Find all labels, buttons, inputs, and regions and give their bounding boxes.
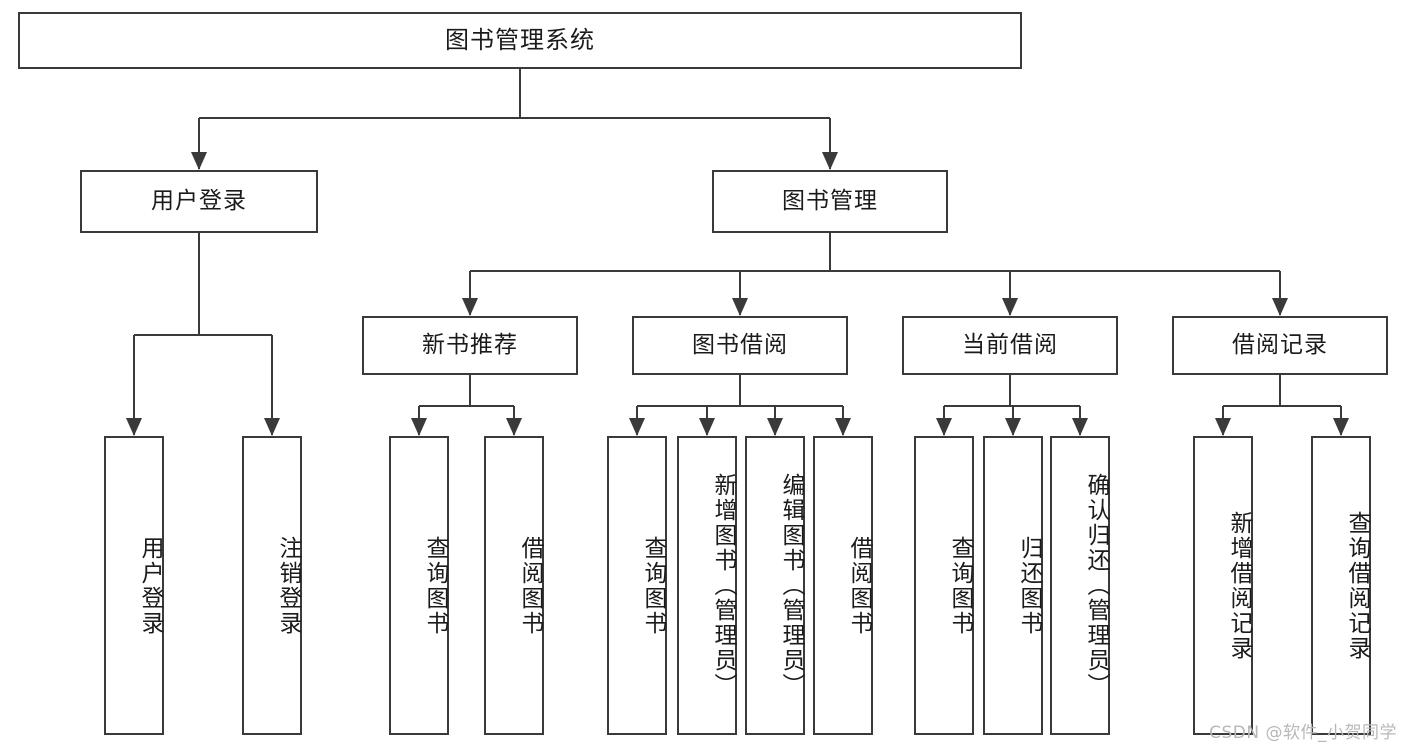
node-level2-1[interactable]: 图书管理 — [712, 170, 948, 233]
connector-mgmt-bus — [470, 270, 1280, 272]
connector-stem — [739, 375, 741, 406]
node-leaf-1[interactable]: 注销登录 — [242, 436, 302, 735]
node-label: 确认归还（管理员） — [1083, 473, 1109, 698]
connector-bus — [419, 405, 514, 407]
node-leaf-10[interactable]: 确认归还（管理员） — [1050, 436, 1110, 735]
node-level3-0[interactable]: 新书推荐 — [362, 316, 578, 375]
connector-mgmt-stem — [829, 233, 831, 271]
watermark-text: CSDN @软件_小贺同学 — [1209, 723, 1397, 743]
node-label: 查询借阅记录 — [1344, 510, 1370, 661]
arrowhead-icon — [822, 152, 838, 170]
arrowhead-icon — [1272, 298, 1288, 316]
connector-vertical — [829, 118, 831, 169]
arrowhead-icon — [462, 298, 478, 316]
node-leaf-7[interactable]: 借阅图书 — [813, 436, 873, 735]
node-root-0[interactable]: 图书管理系统 — [18, 12, 1022, 69]
connector-vertical — [133, 335, 135, 435]
connector-root-stem — [519, 69, 521, 118]
arrowhead-icon — [126, 418, 142, 436]
node-label: 新增借阅记录 — [1226, 510, 1252, 661]
connector-stem — [1279, 375, 1281, 406]
node-leaf-3[interactable]: 借阅图书 — [484, 436, 544, 735]
arrowhead-icon — [506, 418, 522, 436]
arrowhead-icon — [629, 418, 645, 436]
connector-bus — [134, 334, 272, 336]
arrowhead-icon — [1002, 298, 1018, 316]
arrowhead-icon — [1072, 418, 1088, 436]
node-level3-1[interactable]: 图书借阅 — [632, 316, 848, 375]
arrowhead-icon — [1005, 418, 1021, 436]
node-leaf-4[interactable]: 查询图书 — [607, 436, 667, 735]
arrowhead-icon — [1215, 418, 1231, 436]
node-label: 注销登录 — [275, 535, 301, 636]
connector-vertical — [739, 271, 741, 315]
node-label: 用户登录 — [151, 187, 247, 214]
arrowhead-icon — [264, 418, 280, 436]
node-label: 新增图书（管理员） — [710, 473, 736, 698]
connector-vertical — [469, 271, 471, 315]
connector-vertical — [1279, 271, 1281, 315]
node-level3-2[interactable]: 当前借阅 — [902, 316, 1118, 375]
node-label: 借阅图书 — [846, 535, 872, 636]
node-leaf-2[interactable]: 查询图书 — [389, 436, 449, 735]
node-leaf-11[interactable]: 新增借阅记录 — [1193, 436, 1253, 735]
connector-bus — [1223, 405, 1341, 407]
node-leaf-6[interactable]: 编辑图书（管理员） — [745, 436, 805, 735]
node-label: 编辑图书（管理员） — [778, 473, 804, 698]
node-leaf-8[interactable]: 查询图书 — [914, 436, 974, 735]
connector-stem — [469, 375, 471, 406]
node-leaf-9[interactable]: 归还图书 — [983, 436, 1043, 735]
arrowhead-icon — [732, 298, 748, 316]
connector-stem — [198, 233, 200, 335]
node-label: 当前借阅 — [962, 331, 1058, 358]
arrowhead-icon — [191, 152, 207, 170]
connector-bus — [637, 405, 843, 407]
arrowhead-icon — [1333, 418, 1349, 436]
node-leaf-0[interactable]: 用户登录 — [104, 436, 164, 735]
connector-stem — [1009, 375, 1011, 406]
connector-root-bus — [199, 117, 830, 119]
node-label: 查询图书 — [947, 535, 973, 636]
node-label: 借阅记录 — [1232, 331, 1328, 358]
node-label: 查询图书 — [422, 535, 448, 636]
node-level3-3[interactable]: 借阅记录 — [1172, 316, 1388, 375]
node-label: 用户登录 — [137, 535, 163, 636]
arrowhead-icon — [936, 418, 952, 436]
connector-vertical — [198, 118, 200, 169]
node-label: 借阅图书 — [517, 535, 543, 636]
node-label: 查询图书 — [640, 535, 666, 636]
node-label: 图书借阅 — [692, 331, 788, 358]
node-level2-0[interactable]: 用户登录 — [80, 170, 318, 233]
node-label: 图书管理系统 — [445, 26, 595, 55]
node-leaf-5[interactable]: 新增图书（管理员） — [677, 436, 737, 735]
arrowhead-icon — [411, 418, 427, 436]
node-label: 新书推荐 — [422, 331, 518, 358]
arrowhead-icon — [767, 418, 783, 436]
connector-vertical — [271, 335, 273, 435]
node-label: 归还图书 — [1016, 535, 1042, 636]
node-leaf-12[interactable]: 查询借阅记录 — [1311, 436, 1371, 735]
node-label: 图书管理 — [782, 187, 878, 214]
arrowhead-icon — [699, 418, 715, 436]
connector-vertical — [1009, 271, 1011, 315]
arrowhead-icon — [835, 418, 851, 436]
